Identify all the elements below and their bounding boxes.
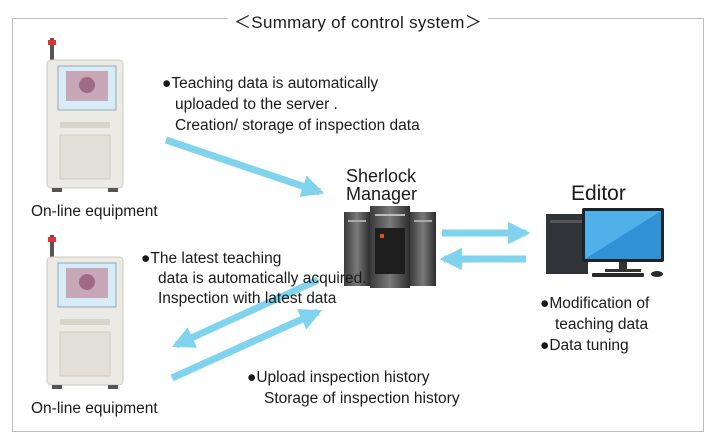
editor-note-1: ●Modification of: [540, 295, 650, 312]
history-note-line2: Storage of inspection history: [264, 390, 460, 407]
editor-note-2: teaching data: [555, 316, 649, 333]
server-label-line2: Manager: [346, 184, 418, 204]
online-equipment-1-image: [46, 38, 124, 192]
online-equipment-2-image: [46, 235, 124, 389]
arrow-upload-teaching-data: [164, 136, 325, 197]
equipment-2-label: On-line equipment: [31, 400, 158, 417]
arrow-upload-history: [170, 308, 323, 382]
history-note-line1: ●Upload inspection history: [247, 369, 430, 386]
diagram-title: ＜Summary of control system＞: [228, 8, 489, 33]
server-image: [344, 206, 436, 288]
editor-label: Editor: [571, 182, 626, 205]
acquire-note-line3: Inspection with latest data: [158, 290, 337, 307]
arrow-acquire-latest-data: [171, 276, 320, 349]
acquire-note-line2: data is automatically acquired.: [158, 270, 367, 287]
equipment-1-label: On-line equipment: [31, 203, 158, 220]
editor-pc-image: [546, 208, 664, 277]
acquire-note-line1: ●The latest teaching: [141, 250, 282, 267]
upload-note-line3: Creation/ storage of inspection data: [175, 117, 420, 134]
editor-note-3: ●Data tuning: [540, 337, 629, 354]
upload-note-line1: ●Teaching data is automatically: [162, 75, 379, 92]
server-label-line1: Sherlock: [346, 166, 417, 186]
upload-note-line2: uploaded to the server .: [175, 96, 338, 113]
